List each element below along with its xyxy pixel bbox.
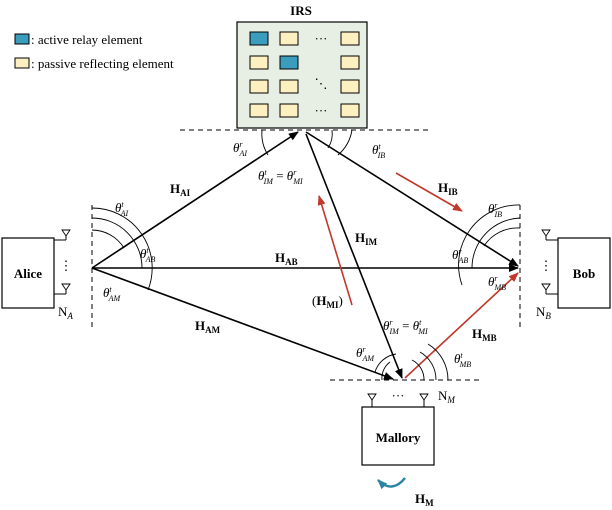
alice-antenna-icon	[61, 283, 71, 291]
angle-arc	[327, 129, 333, 149]
channel-mb-label: HMB	[472, 326, 497, 343]
irs-cell-active	[249, 31, 269, 46]
angle-arc	[91, 217, 143, 269]
channel-am-label: HAM	[195, 318, 221, 335]
bob-node: Bob ⋮ NB	[536, 229, 611, 321]
angle-arc	[411, 359, 425, 381]
mallory-antenna-icon	[419, 393, 429, 401]
legend-active-label: : active relay element	[31, 32, 143, 47]
alice-node: Alice ⋮ NA	[1, 229, 73, 321]
bob-antenna-count: NB	[536, 304, 551, 321]
legend: : active relay element : passive reflect…	[14, 32, 174, 71]
angle-arc	[419, 351, 437, 381]
irs-dots-h: ···	[315, 103, 328, 118]
angle-arcs	[91, 129, 521, 381]
channel-am-arrow	[91, 267, 394, 380]
irs-cell	[279, 31, 299, 46]
irs-dots-d: ⋱	[315, 76, 328, 91]
irs-cell	[249, 55, 269, 70]
alice-antenna-dots: ⋮	[60, 258, 73, 273]
channel-m-self-arrow	[377, 477, 406, 490]
irs-cell	[249, 79, 269, 94]
bob-antenna-icon	[541, 229, 551, 237]
mallory-antenna-icon	[367, 393, 377, 401]
channel-im-arrow	[305, 133, 403, 379]
mallory-antenna-count: NM	[438, 388, 455, 405]
mallory-antenna-dots: ···	[392, 388, 405, 403]
irs-cell	[249, 103, 269, 118]
channel-mi-arrow	[317, 195, 353, 306]
angle-arc	[458, 204, 521, 286]
channel-mb-arrow	[404, 272, 519, 379]
irs-cell	[340, 55, 360, 70]
channel-ib-arrow	[305, 131, 519, 267]
angle-arc	[483, 227, 521, 247]
channel-ai-arrow	[91, 131, 299, 269]
angle-arc	[471, 217, 521, 269]
irs-dots-h: ···	[315, 31, 328, 46]
bob-box	[557, 237, 611, 309]
irs-title: IRS	[290, 3, 312, 18]
irs-cell	[340, 79, 360, 94]
alice-label: Alice	[14, 266, 42, 281]
alice-antenna-count: NA	[58, 304, 73, 321]
legend-passive-label: : passive reflecting element	[31, 56, 174, 71]
bob-label: Bob	[573, 266, 595, 281]
channel-ab-label: HAB	[275, 250, 298, 267]
bob-antenna-icon	[541, 283, 551, 291]
angle-arc	[91, 207, 153, 291]
angle-arc	[381, 361, 391, 381]
mallory-box	[361, 406, 435, 466]
irs-panel: IRS ··· ⋱ ···	[236, 3, 368, 129]
irs-cell	[340, 103, 360, 118]
channel-ib-direction-arrow	[395, 172, 463, 212]
channel-ai-label: HAI	[170, 181, 191, 198]
legend-active-swatch	[14, 33, 30, 45]
channel-im-label: HIM	[355, 230, 378, 247]
channel-m-label: HM	[415, 491, 434, 508]
irs-cell	[279, 79, 299, 94]
channel-mi-label: (HMI)	[312, 293, 343, 310]
alice-box	[1, 237, 55, 309]
irs-cell	[279, 103, 299, 118]
irs-cell	[340, 31, 360, 46]
angle-arc	[374, 353, 397, 373]
channel-ib-label: HIB	[438, 180, 458, 197]
irs-cell-active	[279, 55, 299, 70]
angle-arc	[427, 343, 449, 381]
legend-passive-swatch	[14, 57, 30, 69]
angle-arc	[91, 229, 125, 249]
angle-arc	[337, 129, 353, 156]
mallory-label: Mallory	[376, 430, 421, 445]
alice-antenna-icon	[61, 229, 71, 237]
mallory-node: Mallory ··· NM	[361, 388, 455, 466]
bob-antenna-dots: ⋮	[540, 258, 553, 273]
angle-arc	[261, 129, 269, 156]
